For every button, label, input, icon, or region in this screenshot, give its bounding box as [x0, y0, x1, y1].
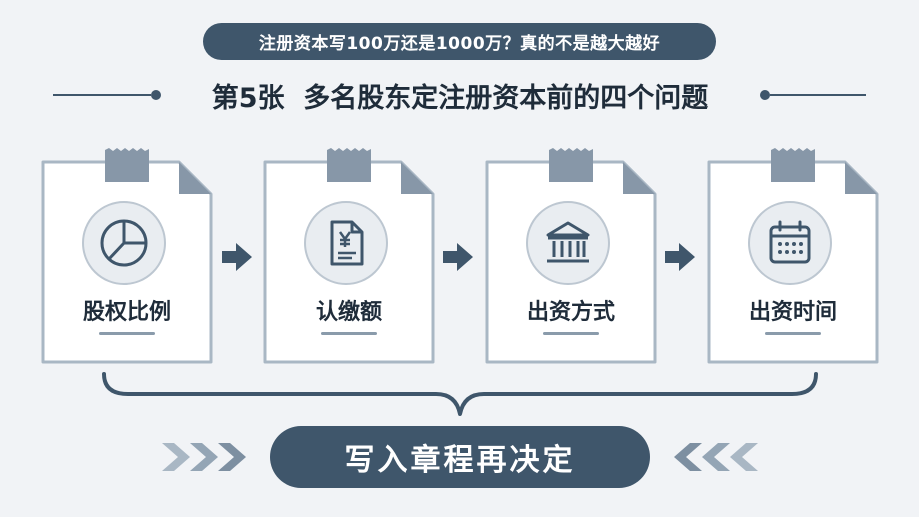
label-underline: [765, 332, 821, 335]
conclusion-pill: 写入章程再决定: [270, 426, 650, 488]
subtitle-text: 注册资本写100万还是1000万？真的不是越大越好: [258, 34, 661, 54]
title-dot-left: [151, 90, 161, 100]
bank-building-icon: [526, 201, 610, 285]
tape-icon: [549, 148, 593, 182]
label-underline: [321, 332, 377, 335]
step-label: 出资时间: [748, 300, 837, 325]
calendar-icon: [748, 201, 832, 285]
tape-icon: [327, 148, 371, 182]
title-dot-right: [760, 90, 770, 100]
page-title: 第5张 多名股东定注册资本前的四个问题: [211, 82, 709, 114]
tape-icon: [771, 148, 815, 182]
chevrons-left-icon: [674, 443, 758, 471]
step-label: 股权比例: [82, 300, 171, 325]
grouping-brace: [102, 372, 818, 416]
step-card-1: 股权比例: [39, 148, 215, 366]
step-card-4: 出资时间: [705, 148, 881, 366]
conclusion-text: 写入章程再决定: [344, 443, 576, 478]
subtitle-pill: 注册资本写100万还是1000万？真的不是越大越好: [203, 23, 716, 60]
arrow-right-icon: [222, 243, 252, 271]
label-underline: [543, 332, 599, 335]
step-card-2: 认缴额: [261, 148, 437, 366]
step-label: 认缴额: [315, 300, 382, 325]
chevrons-right-icon: [162, 443, 246, 471]
step-card-3: 出资方式: [483, 148, 659, 366]
arrow-right-icon: [665, 243, 695, 271]
arrow-right-icon: [443, 243, 473, 271]
title-rule-right: [770, 94, 866, 96]
label-underline: [99, 332, 155, 335]
title-rule-left: [53, 94, 151, 96]
tape-icon: [105, 148, 149, 182]
pie-chart-icon: [82, 201, 166, 285]
yuan-document-icon: [304, 201, 388, 285]
title-row: 第5张 多名股东定注册资本前的四个问题: [0, 70, 919, 120]
step-label: 出资方式: [526, 300, 615, 325]
